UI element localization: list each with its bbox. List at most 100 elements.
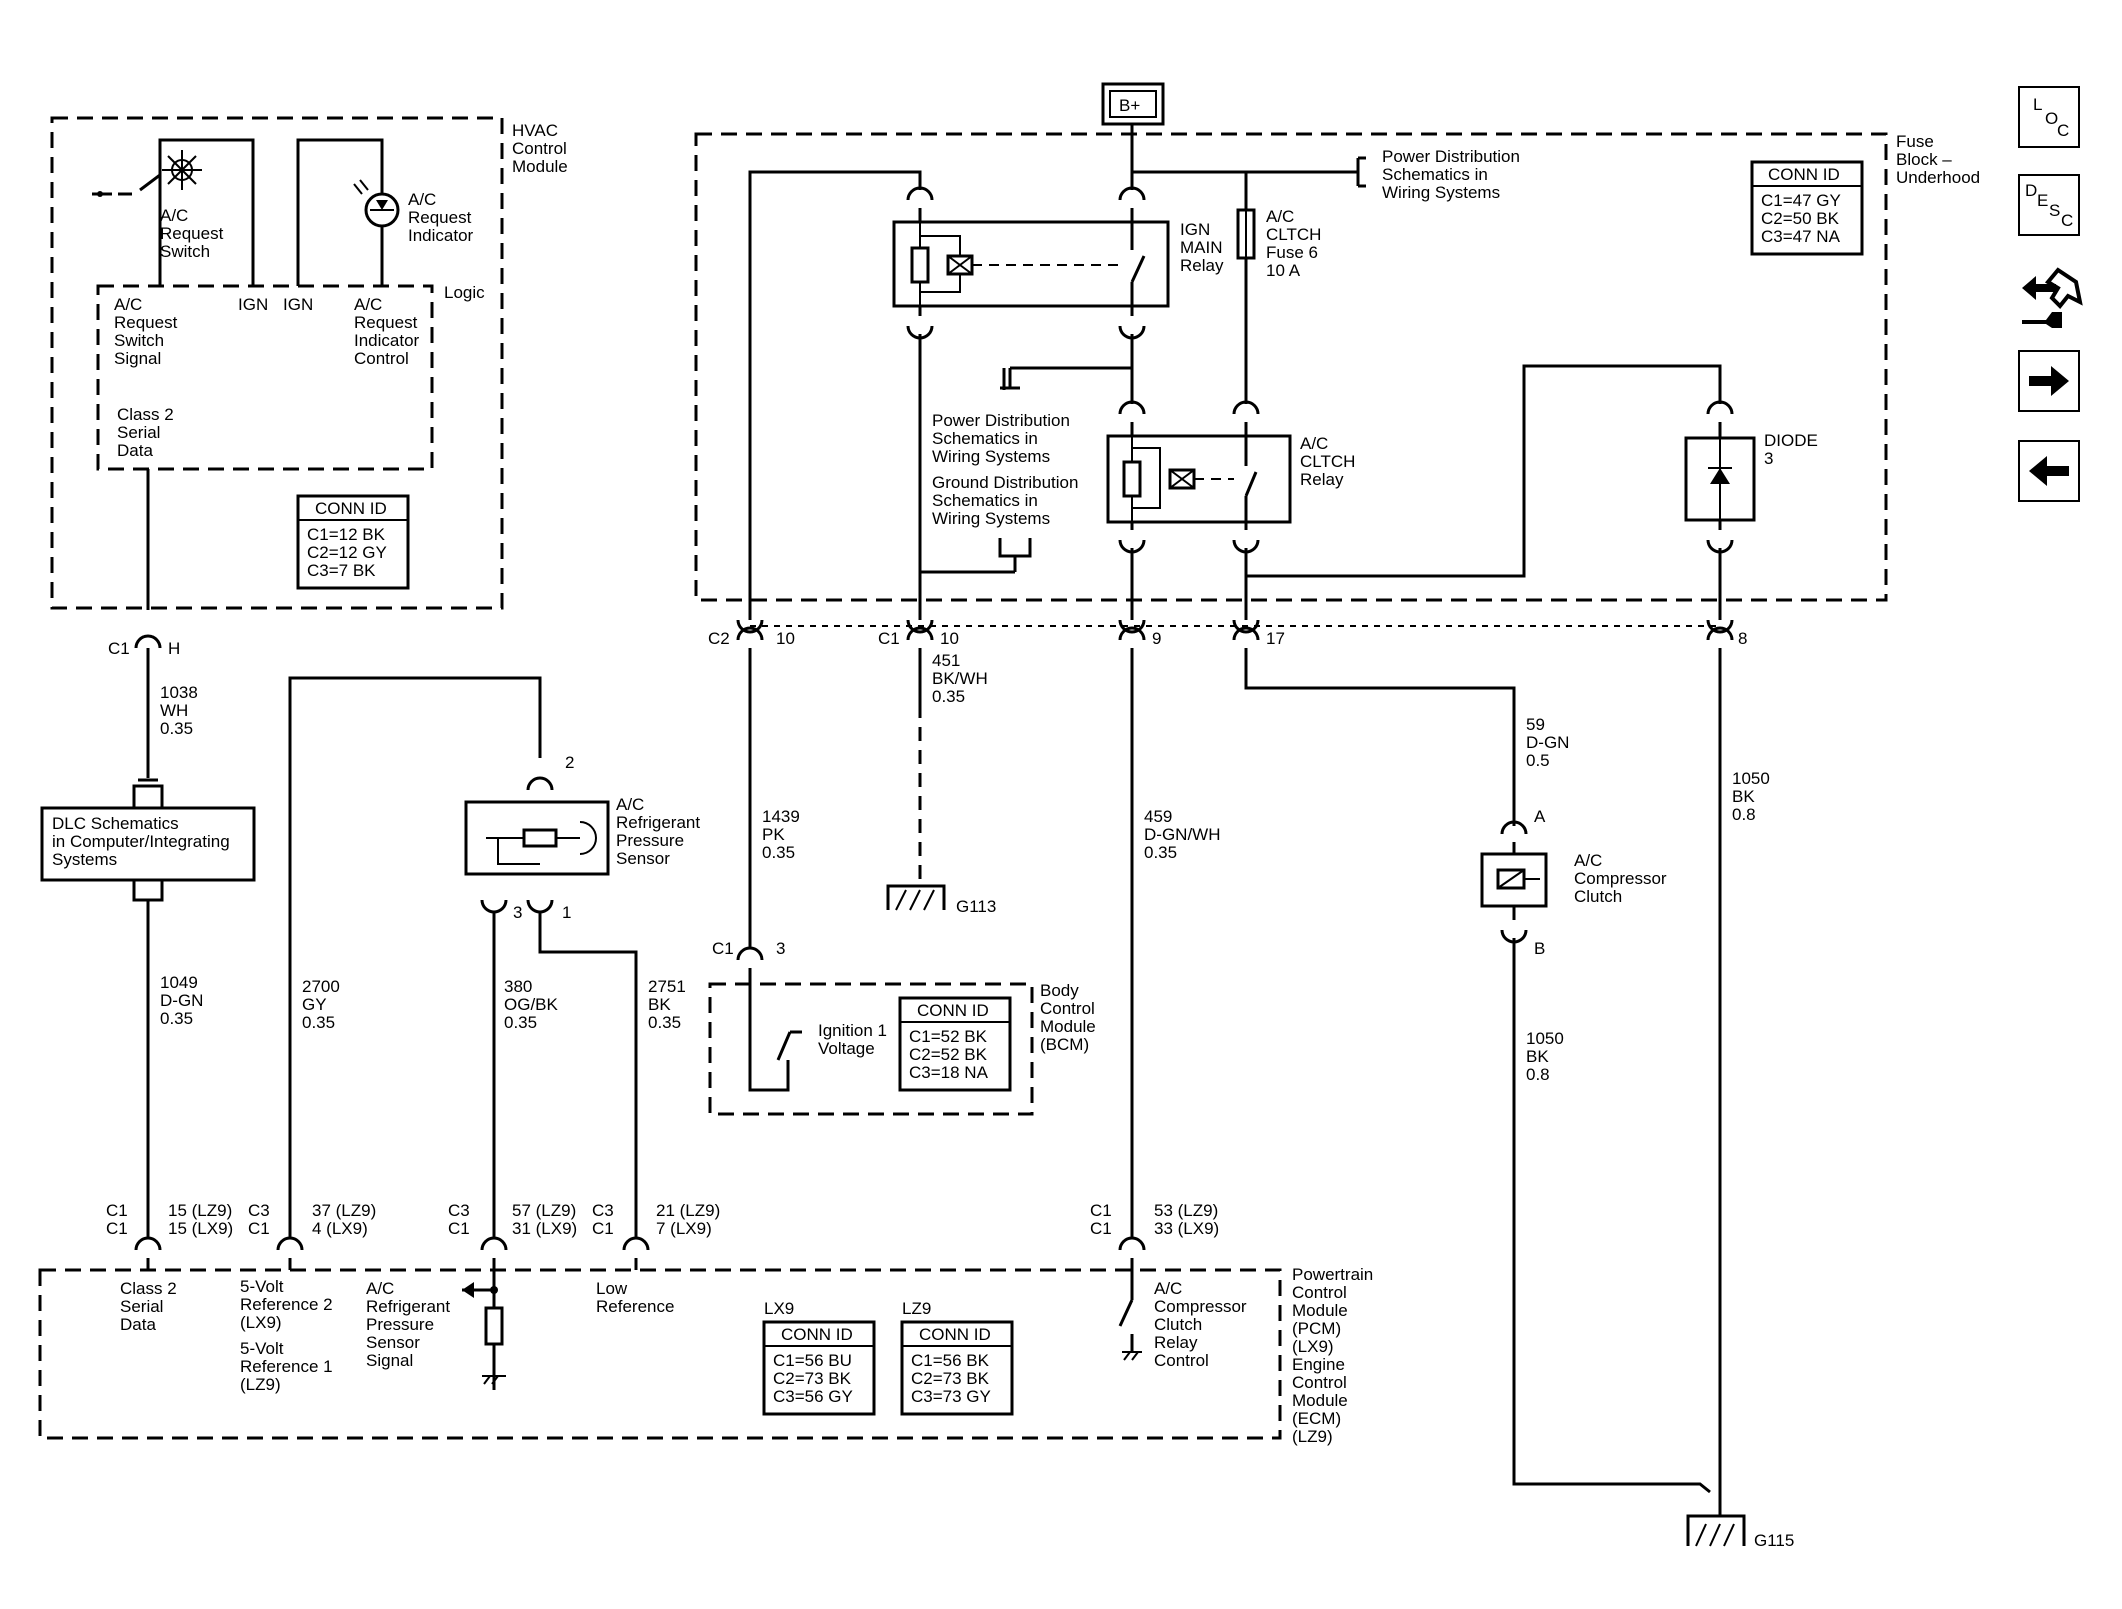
diagram-label: Relay	[1300, 470, 1344, 489]
diagram-label: (ECM)	[1292, 1409, 1341, 1428]
diagram-label: PK	[762, 825, 785, 844]
desc-button[interactable]: D E S C	[2018, 174, 2080, 236]
hvac-switch-label: A/C Request Switch	[160, 206, 224, 261]
diagram-label: C1	[106, 1219, 128, 1238]
hvac-switch-signal: A/C Request Switch Signal	[114, 295, 178, 368]
pcm-sensor-signal: A/C Refrigerant Pressure Sensor Signal	[366, 1279, 450, 1370]
wire-1439: 1439 PK 0.35	[748, 648, 800, 948]
diagram-label: Class 2	[120, 1279, 177, 1298]
pcm-pin-5: C1 C1 53 (LZ9) 33 (LX9)	[1090, 1201, 1219, 1238]
diagram-label: BK	[1732, 787, 1755, 806]
wire-1050-clutch: 1050 BK 0.8	[1512, 938, 1711, 1494]
fuse-block-title: Fuse Block – Underhood	[1896, 132, 1980, 187]
fuse-block-connectors: C2 10 C1 10 9 17 8	[708, 600, 1747, 648]
diagram-label: (LX9)	[1292, 1337, 1334, 1356]
back-button[interactable]	[2018, 440, 2080, 502]
fuse-block-underhood: Fuse Block – Underhood CONN ID C1=47 GY …	[694, 124, 1980, 602]
diagram-label: 0.35	[160, 1009, 193, 1028]
diagram-label: 2751	[648, 977, 686, 996]
diagram-label: C3=7 BK	[307, 561, 376, 580]
diagram-label: 9	[1152, 629, 1161, 648]
hvac-logic-label: Logic	[444, 283, 485, 302]
loc-button[interactable]: L O C	[2018, 86, 2080, 148]
diagram-label: Clutch	[1574, 887, 1622, 906]
diagram-label: Switch	[114, 331, 164, 350]
diagram-label: Systems	[52, 850, 117, 869]
diagram-label: 0.8	[1526, 1065, 1550, 1084]
connector-tool-button[interactable]	[2018, 262, 2084, 336]
diagram-label: Control	[512, 139, 567, 158]
diagram-label: 1049	[160, 973, 198, 992]
diagram-label: C2	[708, 629, 730, 648]
wire-59: 59 D-GN 0.5	[1244, 648, 1569, 826]
diagram-label: Engine	[1292, 1355, 1345, 1374]
hvac-control-module: HVAC Control Module A/C Request Switch	[50, 116, 568, 610]
diagram-label: 0.5	[1526, 751, 1550, 770]
diagram-label: Request	[114, 313, 178, 332]
diagram-label: Body	[1040, 981, 1079, 1000]
diagram-label: 380	[504, 977, 532, 996]
pcm-title: Powertrain Control Module (PCM) (LX9) En…	[1292, 1265, 1373, 1446]
diagram-label: CLTCH	[1300, 452, 1355, 471]
diagram-label: 31 (LX9)	[512, 1219, 577, 1238]
hvac-conn-id: CONN ID C1=12 BK C2=12 GY C3=7 BK	[296, 494, 410, 590]
ac-cltch-fuse6: A/C CLTCH Fuse 6 10 A	[1236, 172, 1321, 404]
dlc-schematics-box[interactable]: DLC Schematics in Computer/Integrating S…	[40, 784, 256, 902]
diagram-label: Module	[1292, 1391, 1348, 1410]
diagram-label: 3	[776, 939, 785, 958]
diagram-label: C3	[448, 1201, 470, 1220]
pcm-pin-3: C3 C1 57 (LZ9) 31 (LX9)	[448, 1201, 577, 1238]
arrow-left-icon	[2029, 456, 2069, 486]
ac-cltch-relay: A/C CLTCH Relay	[1106, 400, 1355, 554]
diagram-label: 2	[565, 753, 574, 772]
diagram-label: G113	[956, 897, 996, 916]
diagram-label: B	[1534, 939, 1545, 958]
diagram-label: 0.35	[504, 1013, 537, 1032]
diagram-label: C1	[1090, 1201, 1112, 1220]
diagram-label: Data	[117, 441, 153, 460]
diagram-label: 33 (LX9)	[1154, 1219, 1219, 1238]
wire-380: 380 OG/BK 0.35	[492, 912, 559, 1238]
diagram-label: Control	[1292, 1373, 1347, 1392]
ground-g113: G113	[886, 884, 996, 916]
power-dist-top: Power Distribution Schematics in Wiring …	[1382, 147, 1520, 202]
diagram-label: D-GN	[1526, 733, 1569, 752]
diagram-label: Module	[1040, 1017, 1096, 1036]
wire-451: 451 BK/WH 0.35	[918, 648, 988, 880]
diagram-label: 1038	[160, 683, 198, 702]
diagram-label: 17	[1266, 629, 1285, 648]
diagram-label: 0.35	[932, 687, 965, 706]
diagram-label: Indicator	[354, 331, 420, 350]
diagram-label: Clutch	[1154, 1315, 1202, 1334]
indicator-lamp-icon	[353, 179, 400, 228]
diagram-label: A/C	[1266, 207, 1294, 226]
diagram-label: D-GN	[160, 991, 203, 1010]
diagram-label: DIODE	[1764, 431, 1818, 450]
diagram-label: 0.35	[648, 1013, 681, 1032]
diagram-label: 37 (LZ9)	[312, 1201, 376, 1220]
diagram-label: 21 (LZ9)	[656, 1201, 720, 1220]
arrow-right-icon	[2029, 366, 2069, 396]
diagram-label: 1050	[1526, 1029, 1564, 1048]
wire-1038: C1 H 1038 WH 0.35	[108, 469, 198, 782]
diagram-label: in Computer/Integrating	[52, 832, 230, 851]
hvac-indicator-control: A/C Request Indicator Control	[354, 295, 420, 368]
diagram-label: (LZ9)	[240, 1375, 281, 1394]
diagram-label: CONN ID	[919, 1325, 991, 1344]
diagram-label: A/C	[114, 295, 142, 314]
desc-c: C	[2061, 211, 2074, 230]
diagram-label: Module	[512, 157, 568, 176]
diagram-label: Control	[1154, 1351, 1209, 1370]
diagram-label: DLC Schematics	[52, 814, 179, 833]
forward-button[interactable]	[2018, 350, 2080, 412]
diagram-label: Request	[354, 313, 418, 332]
loc-l: L	[2033, 95, 2043, 114]
diagram-label: A/C	[366, 1279, 394, 1298]
diagram-label: CONN ID	[1768, 165, 1840, 184]
diagram-label: (LX9)	[240, 1313, 282, 1332]
wire-1049: 1049 D-GN 0.35	[146, 900, 203, 1238]
diagram-label: 10 A	[1266, 261, 1301, 280]
diagram-label: C3=56 GY	[773, 1387, 853, 1406]
diagram-label: Schematics in	[1382, 165, 1488, 184]
diagram-label: A/C	[1300, 434, 1328, 453]
